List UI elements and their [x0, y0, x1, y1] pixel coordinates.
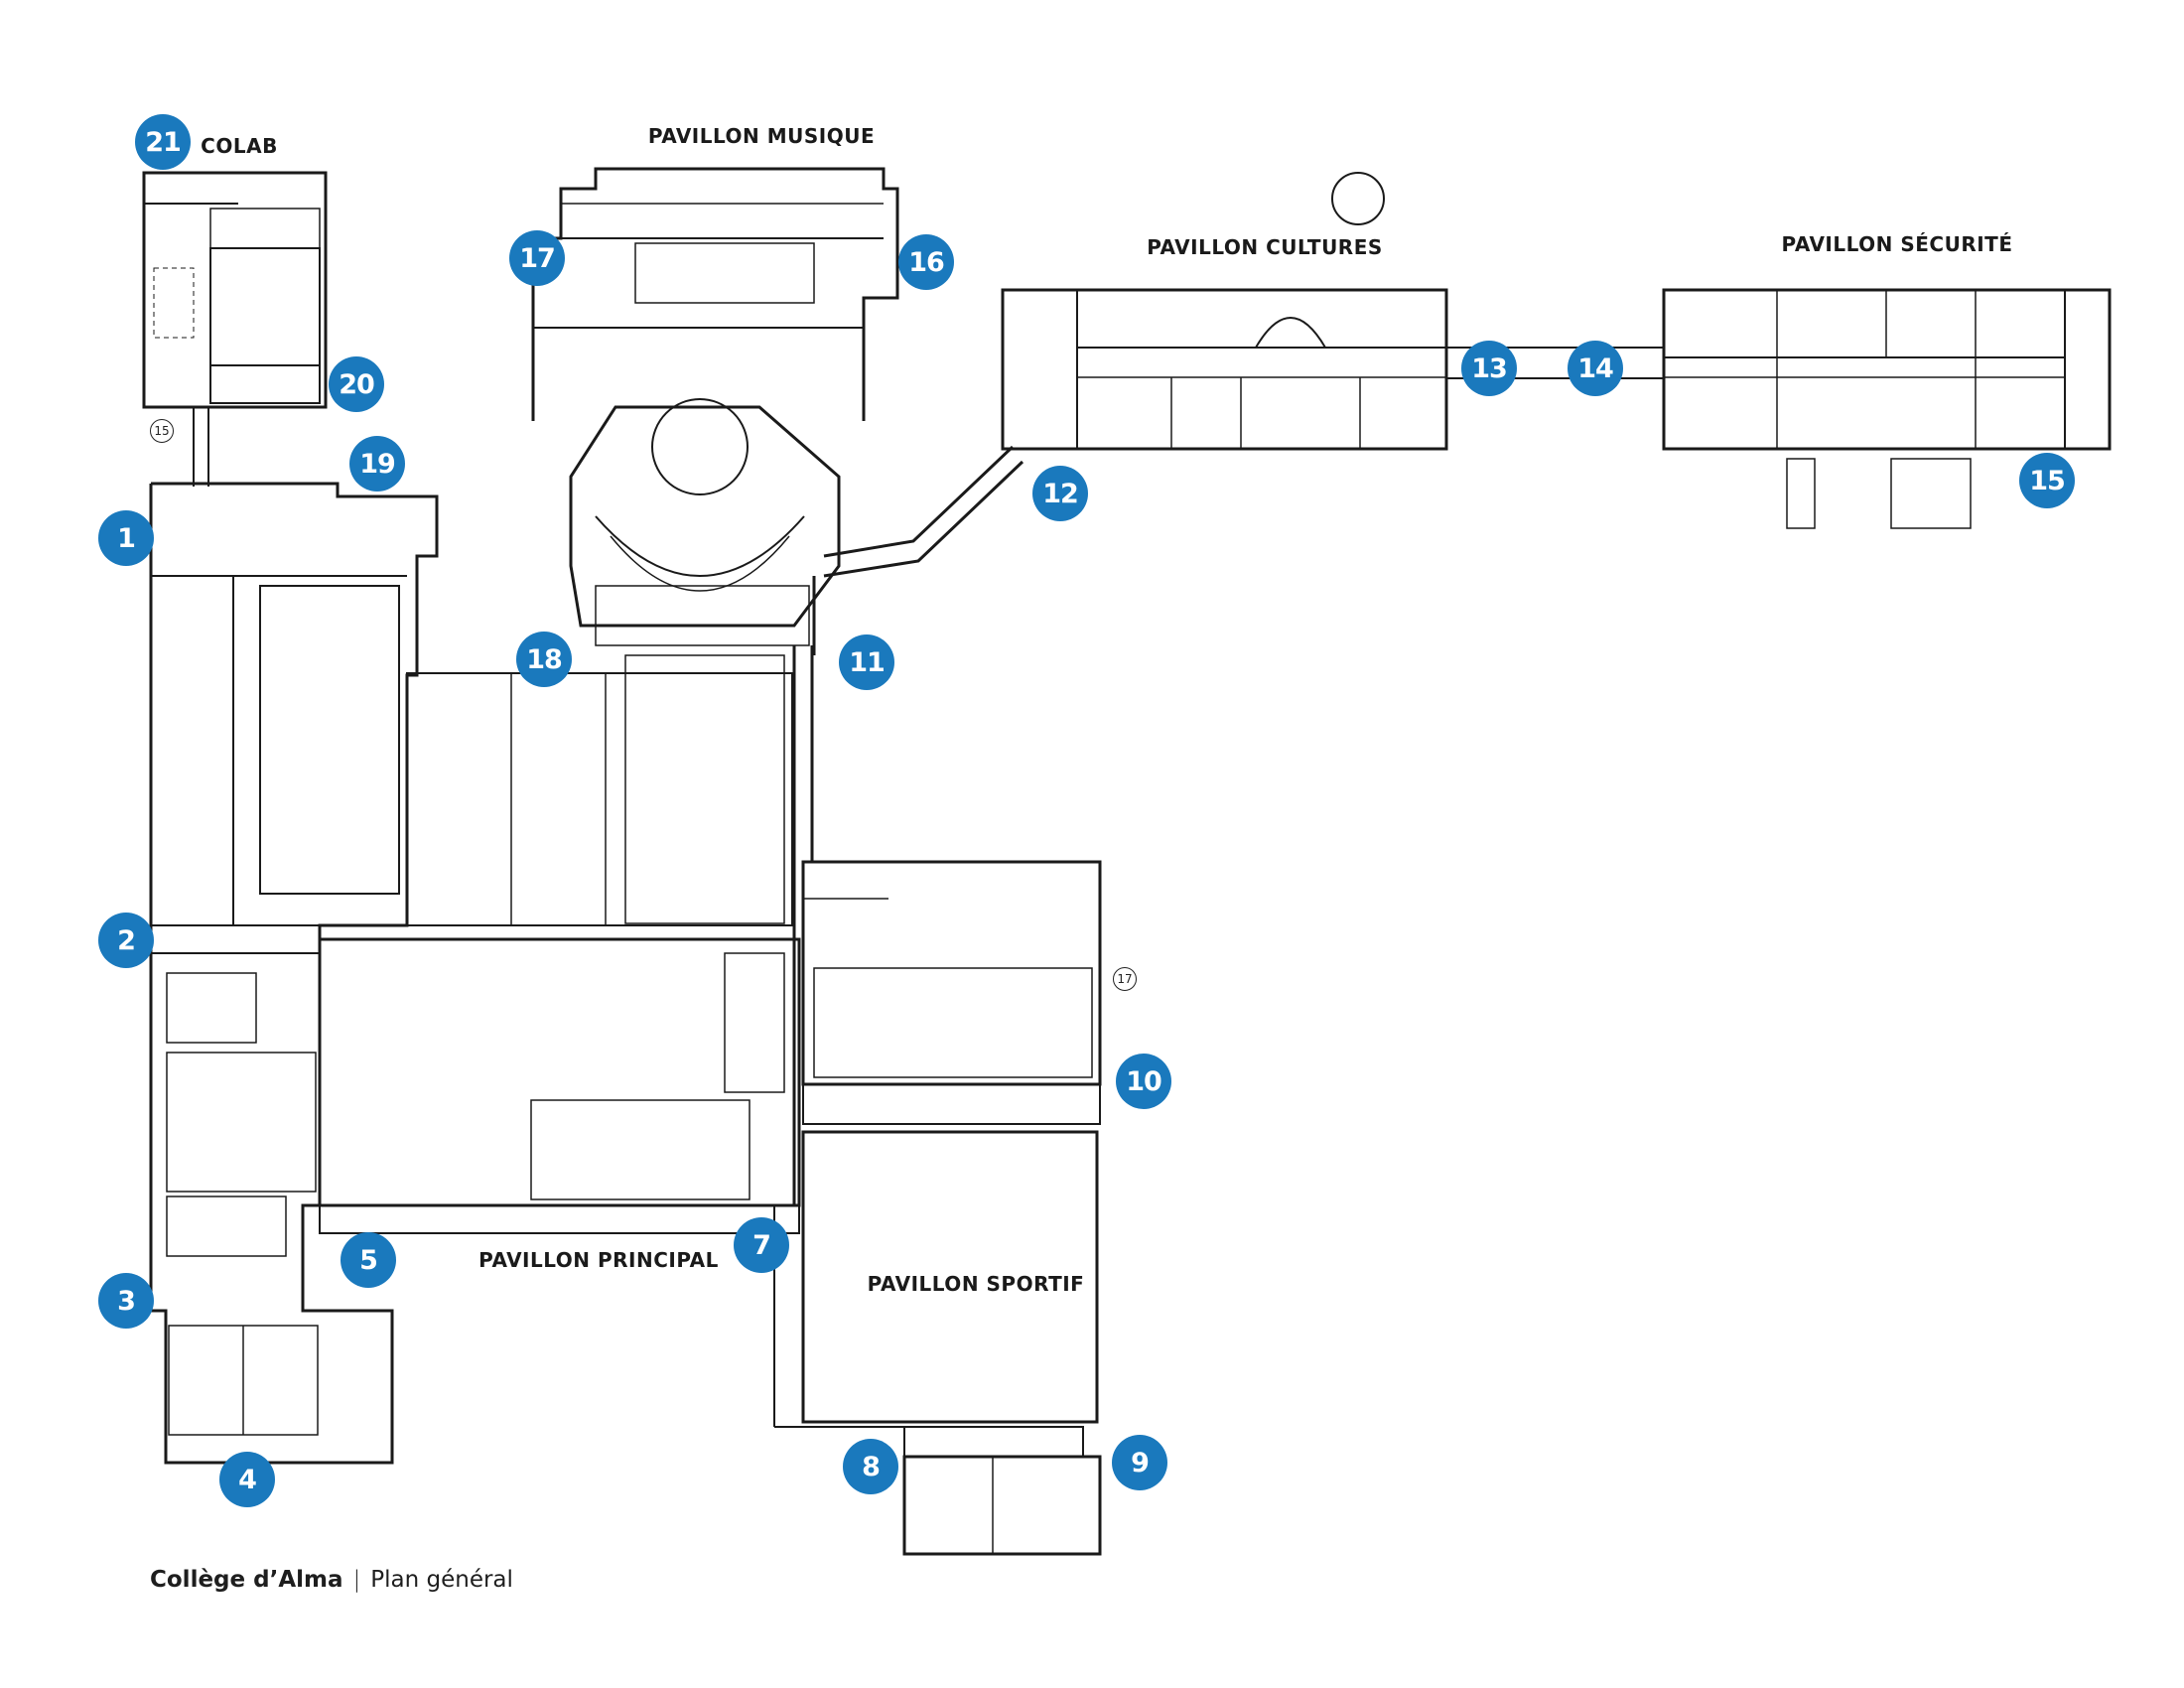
entrance-marker-9[interactable]: 9 — [1112, 1435, 1167, 1490]
cultures-building — [1001, 172, 1448, 451]
entrance-marker-21[interactable]: 21 — [135, 114, 191, 170]
footer-title: Collège d’Alma | Plan général — [150, 1567, 513, 1593]
entrance-marker-18[interactable]: 18 — [516, 632, 572, 687]
sportif-building — [773, 860, 1102, 1556]
plan-subtitle: Plan général — [370, 1567, 513, 1593]
label-sportif: PAVILLON SPORTIF — [867, 1272, 1085, 1296]
entrance-marker-20[interactable]: 20 — [329, 356, 384, 412]
entrance-marker-8[interactable]: 8 — [843, 1439, 898, 1494]
footer-separator: | — [352, 1567, 361, 1593]
entrance-marker-16[interactable]: 16 — [898, 234, 954, 290]
entrance-marker-13[interactable]: 13 — [1461, 341, 1517, 396]
small-marker-17: 17 — [1113, 967, 1137, 991]
small-marker-15: 15 — [150, 419, 174, 443]
entrance-marker-1[interactable]: 1 — [98, 510, 154, 566]
musique-building — [531, 167, 899, 646]
entrance-marker-12[interactable]: 12 — [1032, 466, 1088, 521]
label-colab: COLAB — [201, 134, 278, 158]
colab-building — [142, 171, 328, 487]
entrance-marker-4[interactable]: 4 — [219, 1452, 275, 1507]
label-securite: PAVILLON SÉCURITÉ — [1781, 232, 2013, 256]
principal-main-block — [318, 645, 814, 1234]
principal-west-wing — [149, 482, 439, 1465]
entrance-marker-19[interactable]: 19 — [349, 436, 405, 492]
college-name: Collège d’Alma — [150, 1567, 343, 1593]
entrance-marker-5[interactable]: 5 — [341, 1232, 396, 1288]
entrance-marker-7[interactable]: 7 — [734, 1217, 789, 1273]
entrance-marker-17[interactable]: 17 — [509, 230, 565, 286]
label-musique: PAVILLON MUSIQUE — [647, 124, 876, 148]
entrance-marker-10[interactable]: 10 — [1116, 1054, 1171, 1109]
entrance-marker-3[interactable]: 3 — [98, 1273, 154, 1329]
entrance-marker-2[interactable]: 2 — [98, 913, 154, 968]
cultures-corridor — [812, 445, 1024, 655]
entrance-marker-15[interactable]: 15 — [2019, 453, 2075, 508]
entrance-marker-14[interactable]: 14 — [1568, 341, 1623, 396]
entrance-marker-11[interactable]: 11 — [839, 634, 894, 690]
label-principal: PAVILLON PRINCIPAL — [478, 1248, 719, 1272]
label-cultures: PAVILLON CULTURES — [1147, 235, 1383, 259]
securite-building — [1662, 288, 2112, 529]
